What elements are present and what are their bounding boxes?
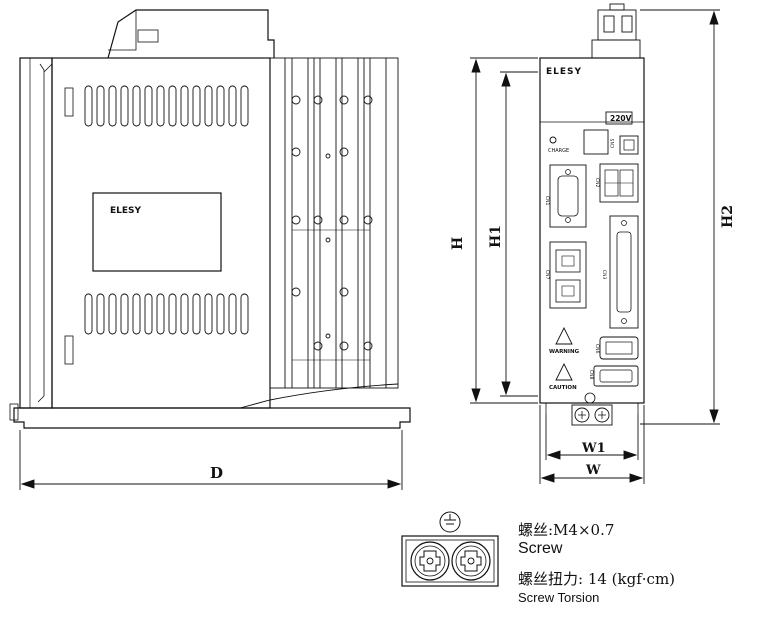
cn7-port (549, 241, 587, 309)
cn7-label: CN7 (544, 270, 550, 280)
warning-label: WARNING (549, 349, 580, 355)
dimension-h2-label: H2 (720, 205, 736, 228)
voltage-badge (605, 111, 633, 125)
dimension-d-label: D (210, 464, 223, 482)
cn3-port (609, 215, 639, 329)
side-base-plate (13, 407, 411, 429)
dimension-w-label: W (585, 463, 601, 478)
caution-label: CAUTION (549, 385, 577, 391)
side-vents-bottom (84, 293, 249, 335)
cn6-label: CN6 (594, 344, 600, 354)
charge-label: CHARGE (548, 148, 569, 154)
warning-icon (555, 326, 573, 345)
side-vents-top (84, 85, 249, 127)
side-heatsink-curve (239, 383, 399, 409)
cn3-label: CN3 (601, 270, 607, 280)
screw-spec-en: Screw (518, 540, 563, 557)
detail-ground-icon (439, 511, 461, 533)
dimension-w1 (545, 414, 639, 460)
cn1-port (549, 164, 587, 228)
side-heatsink (269, 57, 399, 389)
front-top-connector (591, 3, 641, 59)
cn8-label: CN8 (588, 370, 594, 380)
dimension-h1 (500, 71, 538, 397)
screw-torque-en: Screw Torsion (518, 590, 600, 605)
side-view: ELESY (9, 9, 411, 490)
dimension-d (19, 430, 403, 490)
display-window (583, 129, 609, 155)
dimension-w1-label: W1 (581, 441, 606, 456)
side-left-bezel (19, 57, 53, 409)
front-terminal-block (571, 404, 613, 426)
cn5-label: CN5 (610, 138, 616, 148)
dimension-w (539, 405, 645, 484)
front-brand-text: ELESY (546, 67, 582, 77)
cn1-label: CN1 (544, 196, 550, 206)
cn8-port (593, 365, 639, 387)
voltage-badge-text: 220V (610, 114, 632, 123)
screw-spec-cn: 螺丝:M4×0.7 (518, 521, 615, 539)
detail-terminal-block (401, 535, 499, 587)
ground-icon (584, 392, 596, 404)
cn2-label: CN2 (594, 178, 600, 188)
detail-screw-right-icon (451, 541, 491, 581)
side-top-clip (107, 9, 275, 59)
cn2-port (599, 163, 639, 203)
side-label-plate (92, 192, 222, 272)
cn6-port (599, 336, 639, 360)
charge-led (549, 136, 557, 144)
dimension-h (470, 57, 538, 404)
cn5-port (619, 135, 639, 155)
caution-icon (555, 362, 573, 381)
front-view: ELESY 220V CHARGE CN5 CN1 CN2 CN3 (450, 3, 736, 484)
dimension-h2 (640, 9, 720, 425)
screw-torque-cn: 螺丝扭力: 14 (kgf·cm) (518, 570, 676, 588)
dimension-h-label: H (450, 237, 466, 250)
screw-detail (401, 511, 499, 587)
detail-screw-left-icon (410, 541, 450, 581)
side-brand-text: ELESY (110, 206, 142, 216)
dimension-h1-label: H1 (488, 225, 504, 248)
